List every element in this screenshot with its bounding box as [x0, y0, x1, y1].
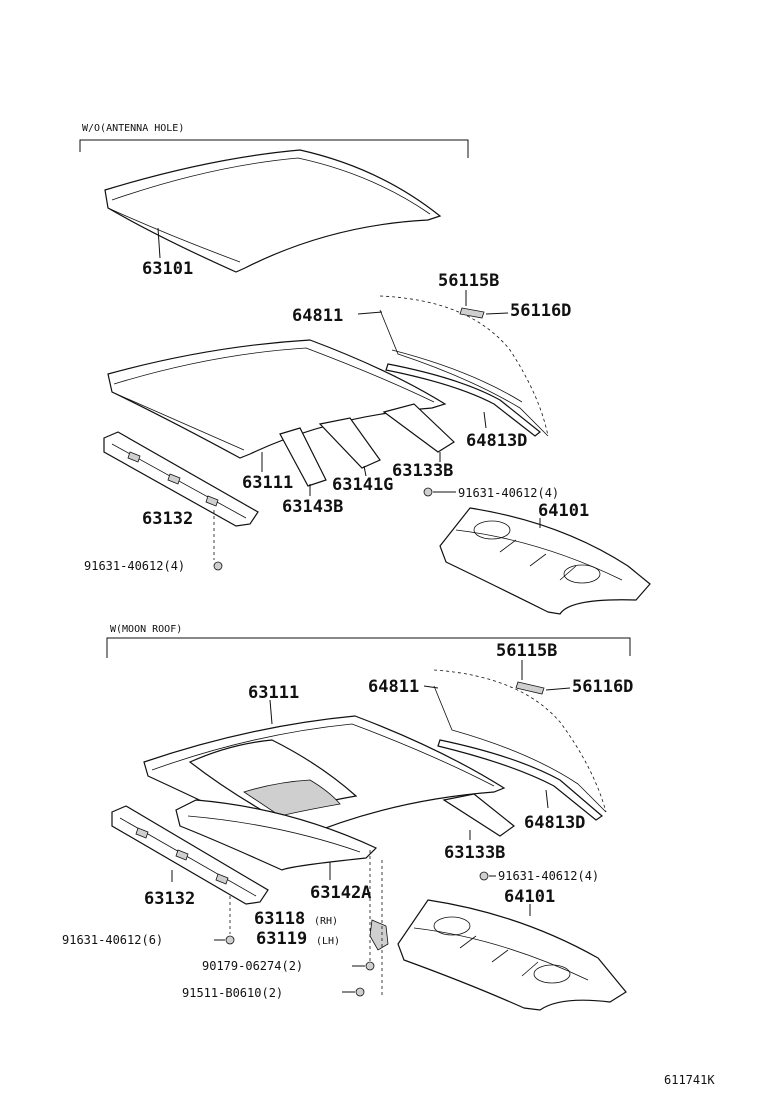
bolt-icon	[479, 871, 489, 881]
label-63133b-b: 63133B	[444, 843, 505, 863]
label-bolt-rear-a: 91631-40612(4)	[458, 486, 559, 500]
back-window-glass-b	[433, 669, 607, 813]
section-header-antenna: W/O(ANTENNA HOLE)	[82, 123, 184, 134]
bracket-63118	[369, 919, 389, 951]
label-bolt-rear-b: 91631-40612(4)	[498, 869, 599, 883]
back-window-molding-b	[437, 739, 603, 821]
section-moonroof: W(MOON ROOF) 63111 64811 56115B 56116D 6…	[62, 624, 633, 1011]
label-63142a-b: 63142A	[310, 883, 371, 903]
label-63132-a: 63132	[142, 509, 193, 529]
roof-bows-a	[279, 403, 455, 487]
clip-56115b-a	[459, 307, 485, 319]
label-63111-b: 63111	[248, 683, 299, 703]
label-bolt-front-a: 91631-40612(4)	[84, 559, 185, 573]
label-63118: 63118	[254, 909, 305, 929]
roof-bow-rear-b	[442, 793, 515, 837]
label-64813d-b: 64813D	[524, 813, 585, 833]
section-antenna: W/O(ANTENNA HOLE) 63101 63111 64811	[79, 123, 651, 615]
label-64811-a: 64811	[292, 306, 343, 326]
reinforcement-63142a	[175, 799, 378, 871]
label-56116d-a: 56116D	[510, 301, 571, 321]
label-63111-a: 63111	[242, 473, 293, 493]
label-bolt-front-b: 91631-40612(6)	[62, 933, 163, 947]
label-63118-side: (RH)	[314, 916, 338, 927]
back-window-glass-a	[379, 295, 549, 437]
label-63119-side: (LH)	[316, 936, 340, 947]
bolt-icon	[225, 935, 235, 945]
label-64101-a: 64101	[538, 501, 589, 521]
package-tray-a	[439, 507, 651, 615]
nut-icon	[365, 961, 375, 971]
front-header-a	[103, 431, 259, 527]
section-bracket-antenna	[79, 139, 469, 158]
front-header-b	[111, 805, 269, 905]
label-56115b-b: 56115B	[496, 641, 557, 661]
label-63101: 63101	[142, 259, 193, 279]
bolt-icon	[423, 487, 433, 497]
label-screw: 91511-B0610(2)	[182, 986, 283, 1000]
label-63132-b: 63132	[144, 889, 195, 909]
section-header-moonroof: W(MOON ROOF)	[110, 624, 182, 635]
label-64813d-a: 64813D	[466, 431, 527, 451]
label-nut: 90179-06274(2)	[202, 959, 303, 973]
label-63141g-a: 63141G	[332, 475, 393, 495]
label-63133b-a: 63133B	[392, 461, 453, 481]
label-64811-b: 64811	[368, 677, 419, 697]
label-63119: 63119	[256, 929, 307, 949]
label-56116d-b: 56116D	[572, 677, 633, 697]
reference-code: 611741K	[664, 1073, 715, 1087]
section-bracket-moonroof	[106, 637, 631, 658]
label-56115b-a: 56115B	[438, 271, 499, 291]
label-64101-b: 64101	[504, 887, 555, 907]
roof-panel-63101	[104, 149, 442, 273]
screw-icon	[355, 987, 365, 997]
clip-56115b-b	[515, 681, 545, 695]
back-window-molding-a	[385, 363, 541, 437]
label-63143b-a: 63143B	[282, 497, 343, 517]
package-tray-b	[397, 899, 627, 1011]
bolt-icon	[213, 561, 223, 571]
roof-panel-63111	[107, 339, 447, 459]
